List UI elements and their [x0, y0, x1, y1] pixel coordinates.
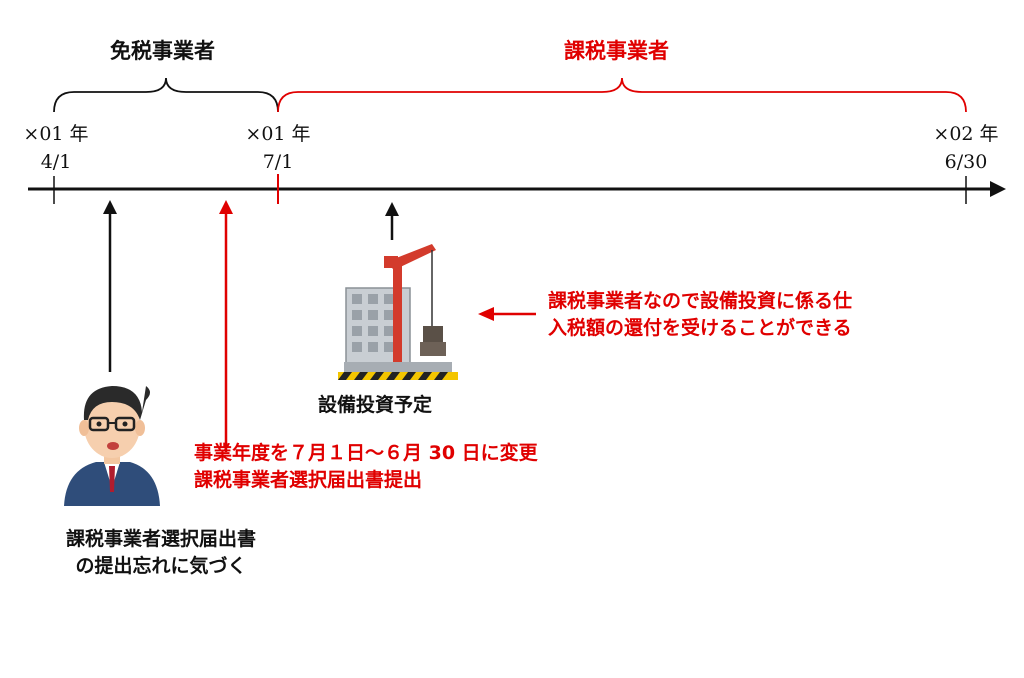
- notice-arrow-head: [103, 200, 117, 214]
- date-end-day: 6/30: [944, 150, 988, 173]
- date-switch: ×01 年 7/1: [240, 121, 316, 176]
- forgot-filing-note: 課税事業者選択届出書 の提出忘れに気づく: [56, 526, 266, 580]
- refund-arrow-head: [478, 307, 494, 321]
- fiscal-year-change-line1: 事業年度を７月１日～６月 30 日に変更: [194, 442, 538, 464]
- change-arrow-head: [219, 200, 233, 214]
- forgot-filing-line1: 課税事業者選択届出書: [65, 528, 256, 550]
- businessman-icon: [64, 386, 160, 506]
- date-start-year: ×01 年: [23, 123, 89, 145]
- forgot-filing-line2: の提出忘れに気づく: [75, 554, 247, 577]
- investment-caption: 設備投資予定: [318, 394, 433, 416]
- date-switch-day: 7/1: [262, 150, 294, 173]
- refund-note-line2: 入税額の還付を受けることができる: [548, 316, 852, 339]
- timeline-arrowhead: [990, 181, 1006, 197]
- investment-arrow-head: [385, 202, 399, 216]
- date-end: ×02 年 6/30: [926, 121, 1006, 176]
- fiscal-year-change-note: 事業年度を７月１日～６月 30 日に変更 課税事業者選択届出書提出: [194, 440, 538, 494]
- date-switch-year: ×01 年: [245, 123, 311, 145]
- fiscal-year-change-line2: 課税事業者選択届出書提出: [194, 468, 423, 491]
- date-end-year: ×02 年: [933, 123, 999, 145]
- date-start: ×01 年 4/1: [18, 121, 94, 176]
- taxable-period-brace: [277, 77, 967, 113]
- exempt-period-brace: [53, 77, 279, 113]
- refund-note-line1: 課税事業者なので設備投資に係る仕: [548, 290, 853, 312]
- refund-note: 課税事業者なので設備投資に係る仕 入税額の還付を受けることができる: [548, 288, 852, 342]
- construction-crane-icon: [338, 244, 458, 380]
- date-start-day: 4/1: [40, 150, 72, 173]
- exempt-period-label: 免税事業者: [110, 39, 215, 63]
- taxable-period-label: 課税事業者: [564, 39, 669, 63]
